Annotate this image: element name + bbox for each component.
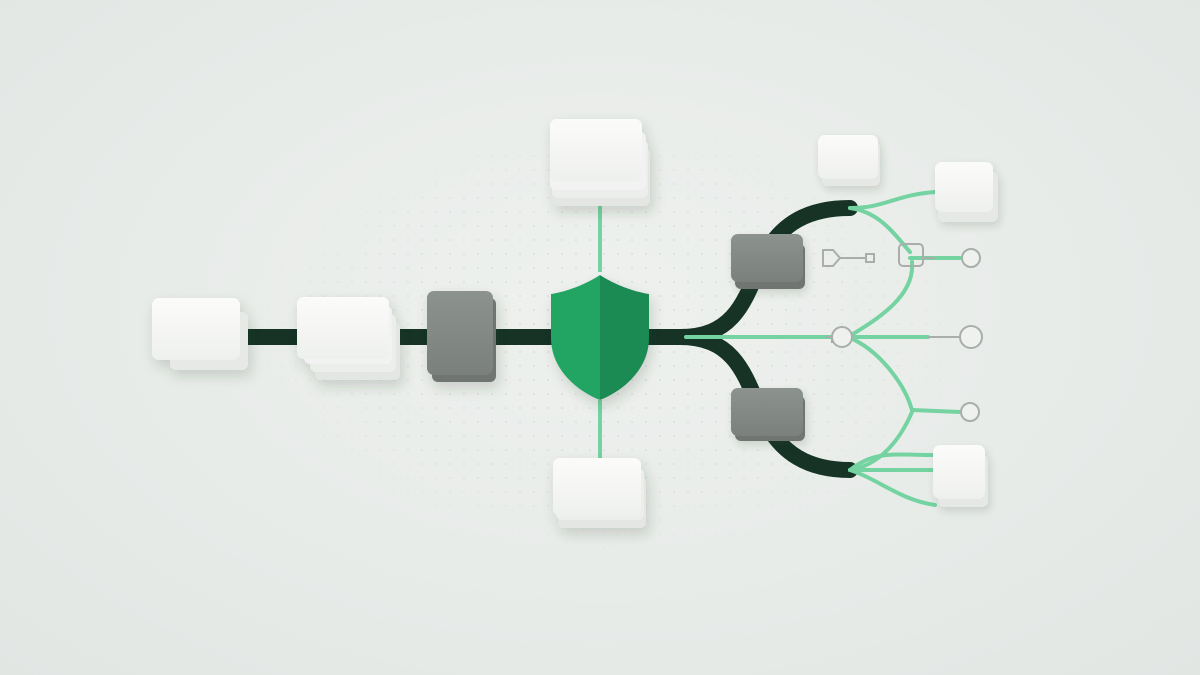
upper-gray-node	[731, 234, 805, 289]
bottom-card-stack	[553, 458, 646, 528]
top-card-stack	[550, 119, 650, 206]
right-card-lower	[933, 445, 988, 507]
input-card-b-stack	[297, 297, 400, 380]
top-right-card	[818, 135, 880, 186]
key-icon-middle	[825, 326, 960, 348]
branch-lines	[684, 190, 962, 507]
input-card-a	[152, 298, 248, 370]
key-icon-upper	[822, 249, 875, 267]
lower-gray-node	[731, 388, 805, 441]
lock-node-icon	[898, 243, 935, 267]
right-card-upper	[935, 162, 998, 222]
shield-icon	[551, 275, 649, 400]
endpoint-icons	[959, 248, 983, 422]
gray-processor	[427, 291, 496, 382]
